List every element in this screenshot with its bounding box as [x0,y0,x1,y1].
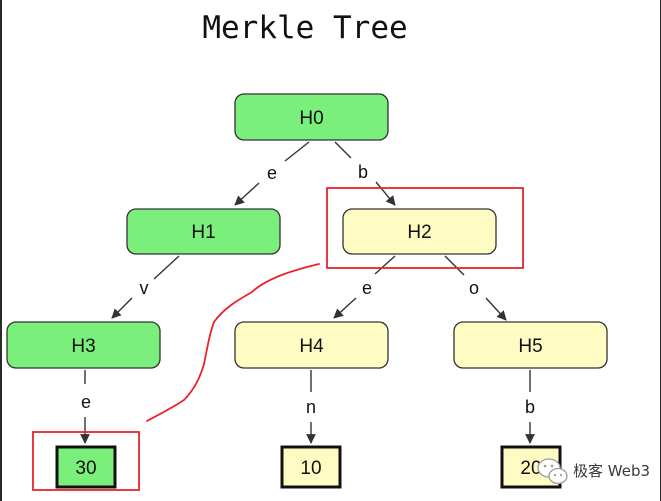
highlight-box-h2 [326,187,524,269]
wechat-icon [537,458,568,485]
leaf-nodes: 30 10 20 [55,445,562,489]
edge-h2-h4-upper [374,255,396,275]
edge-h1-h3-upper [153,255,180,280]
edge-label-h2-h4: e [362,278,372,298]
edge-label-h5-leaf: b [525,397,535,417]
node-h5: H5 [453,321,608,369]
edge-h0-h1-lower [234,182,260,206]
watermark-text: 极客 Web3 [573,462,650,480]
node-h1-label: H1 [191,222,215,243]
edge-label-h3-leaf: e [81,392,91,412]
edge-h2-h4-lower [333,297,357,319]
edge-h0-h2-upper [334,141,352,159]
edge-labels: e b v e o e n b [81,162,535,417]
leaf-h3-value: 30 [75,458,96,479]
hash-nodes: H0 H1 H2 H3 H4 H5 [6,93,608,369]
diagram-title: Merkle Tree [202,10,407,46]
edge-label-h0-h2: b [358,162,368,182]
edge-label-h4-leaf: n [306,397,316,417]
watermark: 极客 Web3 [537,458,650,485]
edge-h2-h5-lower [485,297,507,321]
connector-stroke [146,263,320,422]
edge-h0-h2-lower [375,181,396,206]
highlight-box-leaf-h3 [32,431,140,491]
leaf-h3: 30 [55,445,117,489]
edge-label-h0-h1: e [267,163,277,183]
leaf-h5-value: 20 [520,458,541,479]
node-h1: H1 [126,208,281,255]
node-h2: H2 [342,208,497,255]
node-h0: H0 [234,93,389,141]
node-h5-label: H5 [518,336,542,357]
leaf-h4: 10 [280,445,342,489]
proof-annotations [32,187,524,491]
node-h4: H4 [234,321,389,369]
edge-label-h1-h3: v [140,278,149,298]
edge-h1-h3-lower [111,297,133,319]
edges [80,141,535,444]
edge-label-h2-h5: o [469,278,479,298]
node-h3: H3 [6,321,161,369]
leaf-h4-value: 10 [300,458,321,479]
edge-h2-h5-upper [444,255,465,276]
node-h0-label: H0 [299,108,323,129]
node-h4-label: H4 [299,336,324,357]
edge-h0-h1-upper [284,141,310,162]
node-h2-label: H2 [407,222,431,243]
node-h3-label: H3 [71,336,95,357]
